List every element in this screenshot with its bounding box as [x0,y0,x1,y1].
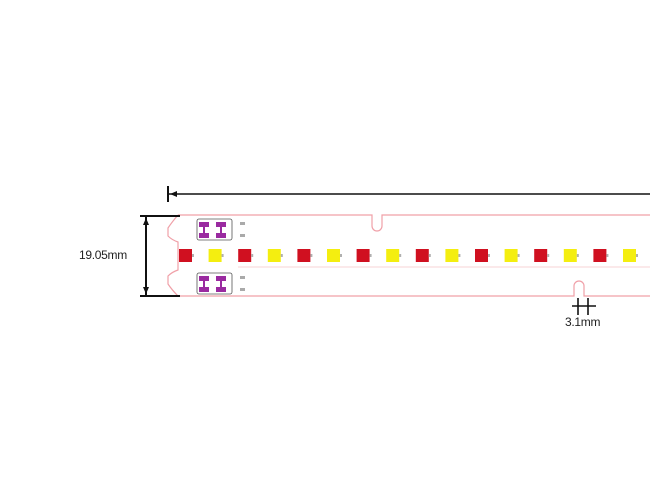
led-lead [428,254,431,257]
led-chip-red [475,249,488,262]
led-lead [399,254,402,257]
led-chip-yellow [327,249,340,262]
led-chip-yellow [504,249,518,262]
led-lead [280,254,283,257]
led-lead [636,254,638,257]
strip-left-end [167,214,179,297]
strip-width-label: 19.05mm [79,248,127,262]
led-chip-red [356,249,370,262]
led-chip-yellow [623,249,636,262]
led-lead [310,254,313,257]
led-chip-yellow [445,249,459,262]
led-lead [251,254,254,257]
led-chip-yellow [563,249,577,262]
gap-dimension-marker [572,298,596,315]
led-chip-red [179,249,192,262]
led-chip-yellow [208,249,222,262]
led-lead [547,254,550,257]
led-chip-yellow [386,249,400,262]
cut-gap-label: 3.1mm [565,315,601,329]
led-lead [517,254,520,257]
component-group-top [196,218,245,241]
led-chip-yellow [267,249,281,262]
led-lead [576,254,579,257]
width-dimension-bracket [140,215,180,297]
led-lead [192,254,194,257]
led-lead [488,254,490,257]
led-chip-red [238,249,252,262]
led-chip-red [415,249,429,262]
led-lead [606,254,609,257]
led-chip-red [593,249,607,262]
top-dimension-line [167,186,650,202]
component-group-bottom [196,272,245,295]
strip-outline [178,214,650,297]
led-lead [340,254,342,257]
led-lead [369,254,372,257]
led-chip-red [534,249,548,262]
led-chip-red [297,249,311,262]
led-lead [458,254,461,257]
led-row [179,249,638,262]
led-lead [221,254,224,257]
